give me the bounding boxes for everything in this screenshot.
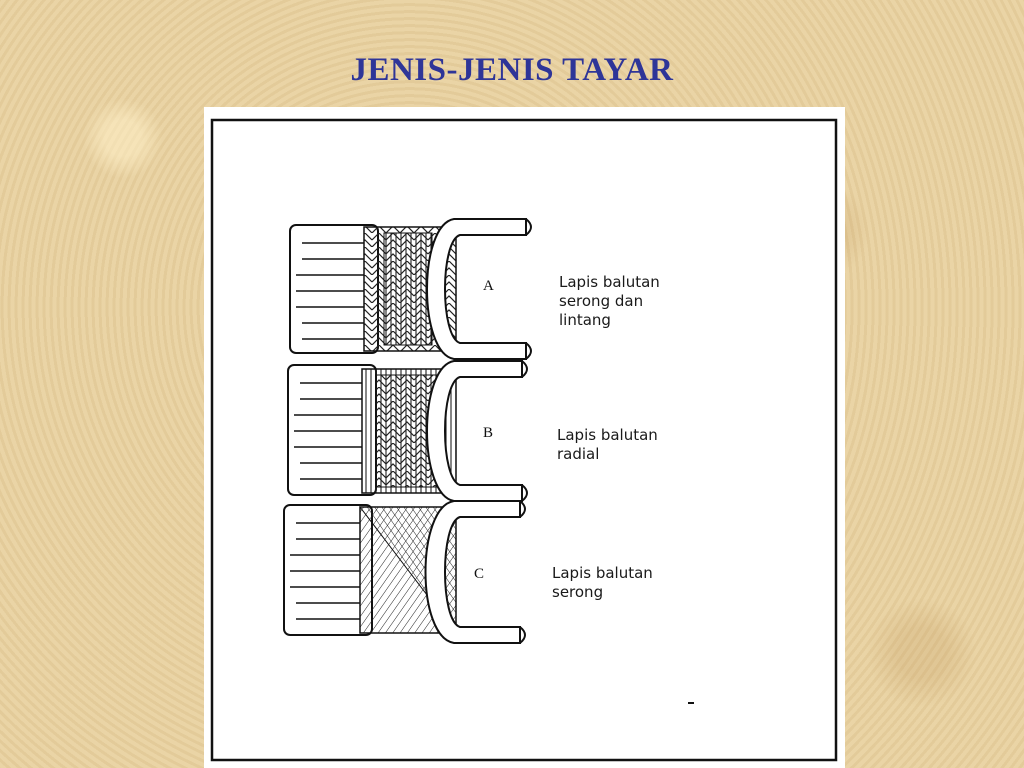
tyre-a-caption-line-1: Lapis balutan [559,273,660,291]
tyre-a-letter: A [483,278,494,294]
tyre-diagram: A Lapis balutan serong dan lintang B Lap… [210,118,838,762]
tyre-diagram-panel: A Lapis balutan serong dan lintang B Lap… [204,107,845,768]
tyre-a-caption-line-3: lintang [559,311,611,329]
tyre-c-caption-line-1: Lapis balutan [552,564,653,582]
figure-frame [210,118,838,762]
tyre-c-caption-line-2: serong [552,583,603,601]
tyre-b-caption-line-2: radial [557,445,599,463]
slide-title: JENIS-JENIS TAYAR [350,52,674,88]
tyre-c-letter: C [474,566,484,582]
tyre-a-illustration [289,218,532,360]
tyre-b-illustration [287,360,528,502]
tyre-b-letter: B [483,425,493,441]
tyre-a-caption-line-2: serong dan [559,292,643,310]
tyre-b-caption-line-1: Lapis balutan [557,426,658,444]
tyre-c-illustration [283,500,526,644]
